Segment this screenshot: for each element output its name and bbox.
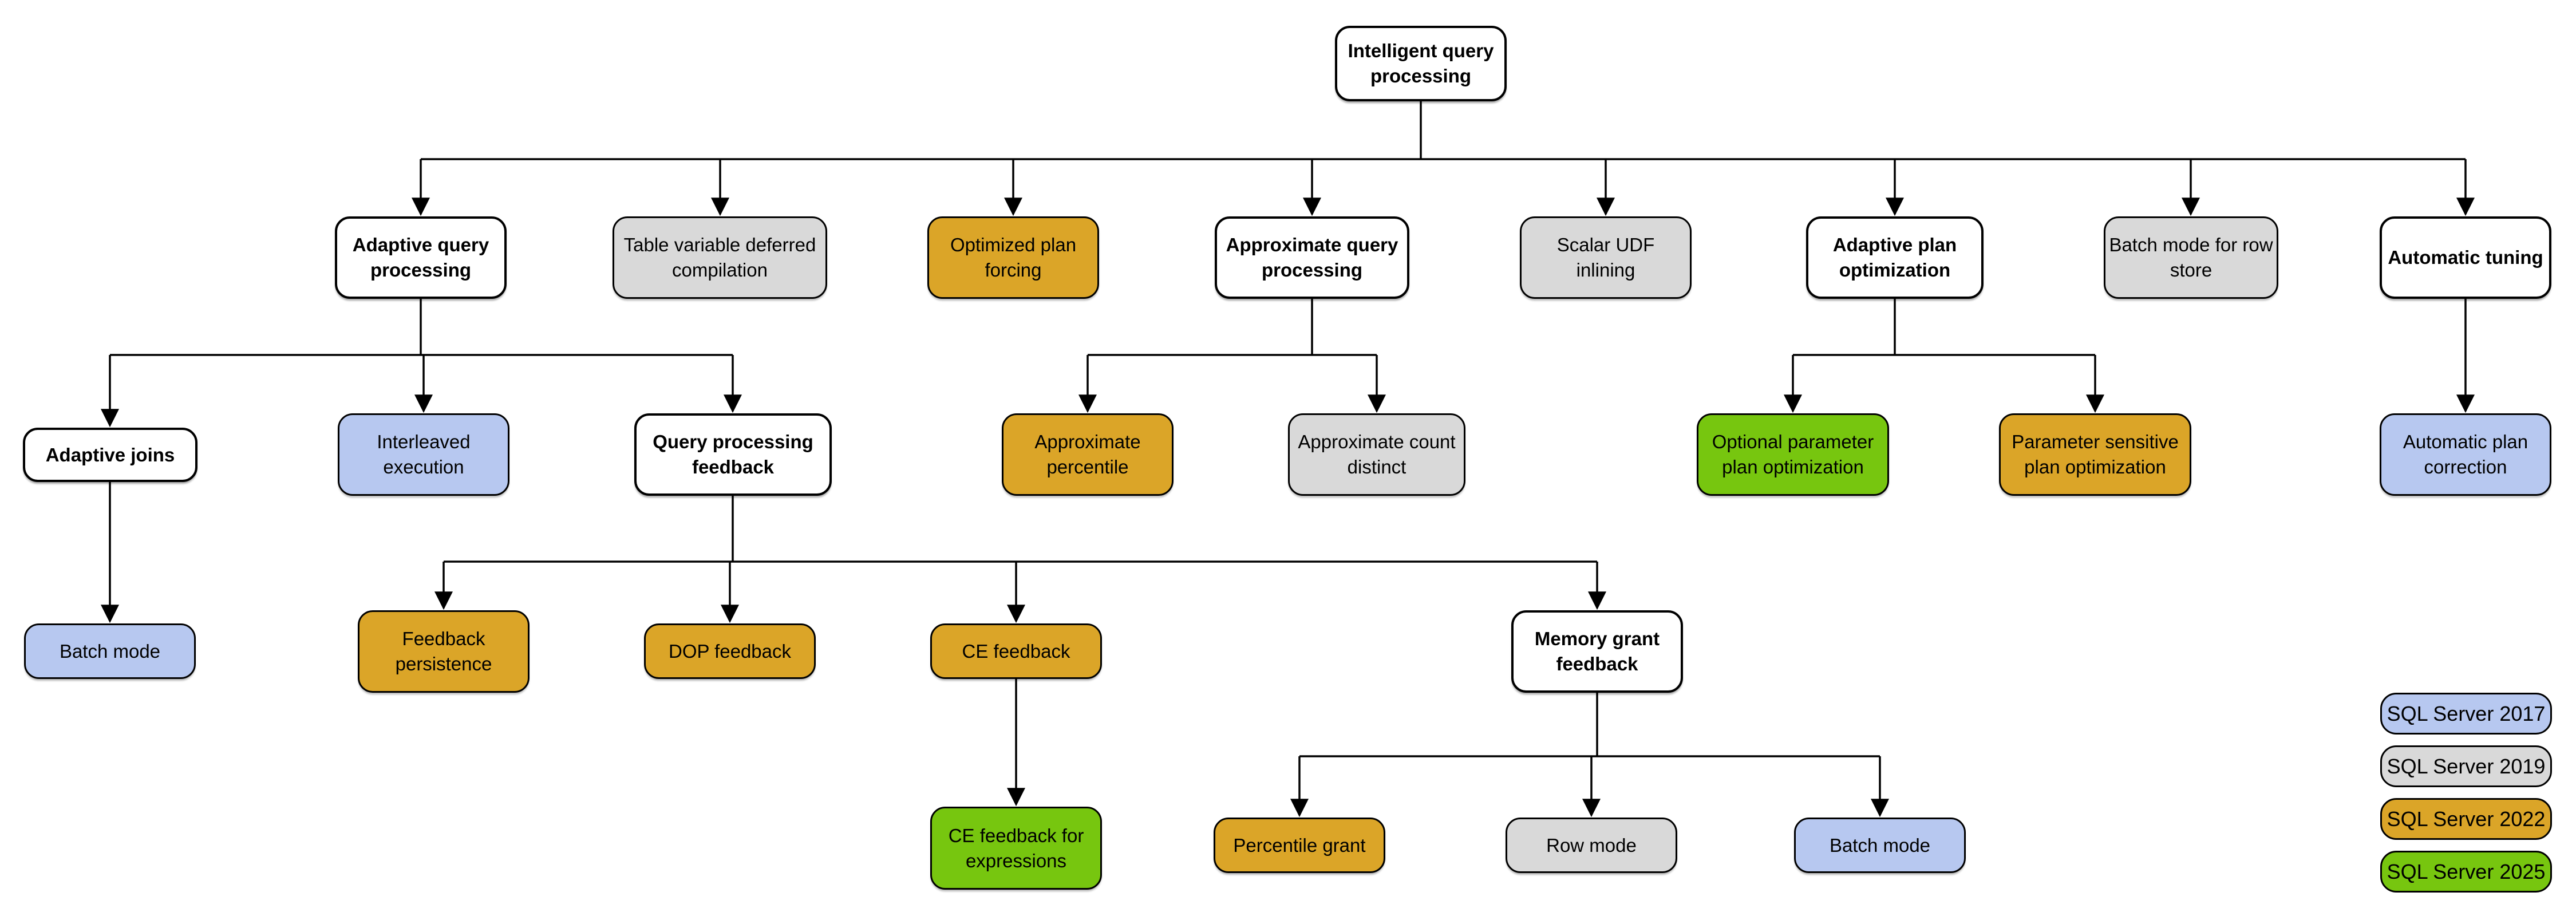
node-label: Table variable deferred compilation xyxy=(623,234,816,281)
node-parameter-sensitive-plan-optimization: Parameter sensitive plan optimization xyxy=(1999,413,2191,496)
legend-sql-server-2025: SQL Server 2025 xyxy=(2380,851,2552,893)
node-interleaved-execution: Interleaved execution xyxy=(338,413,509,496)
node-ce-feedback-for-expressions: CE feedback for expressions xyxy=(930,807,1102,890)
node-label: Adaptive joins xyxy=(45,444,175,465)
node-intelligent-query-processing: Intelligent query processing xyxy=(1335,26,1507,101)
legend-label: SQL Server 2019 xyxy=(2387,754,2546,778)
legend-label: SQL Server 2025 xyxy=(2387,859,2546,883)
node-optimized-plan-forcing: Optimized plan forcing xyxy=(927,216,1099,299)
node-label: Automatic tuning xyxy=(2388,247,2543,268)
node-label: Memory grant feedback xyxy=(1534,628,1660,674)
node-label: Row mode xyxy=(1546,834,1637,856)
node-label: Approximate percentile xyxy=(1034,431,1141,477)
node-label: Parameter sensitive plan optimization xyxy=(2012,431,2179,477)
node-row-mode: Row mode xyxy=(1506,818,1677,873)
node-label: Automatic plan correction xyxy=(2403,431,2528,477)
legend-sql-server-2022: SQL Server 2022 xyxy=(2380,798,2552,840)
node-label: DOP feedback xyxy=(668,640,792,662)
node-percentile-grant: Percentile grant xyxy=(1214,818,1385,873)
node-label: Approximate query processing xyxy=(1226,234,1398,281)
node-optional-parameter-plan-optimization: Optional parameter plan optimization xyxy=(1697,413,1889,496)
node-label: CE feedback xyxy=(962,640,1070,662)
node-label: Optimized plan forcing xyxy=(950,234,1077,281)
node-table-variable-deferred-compilation: Table variable deferred compilation xyxy=(613,216,827,299)
node-automatic-tuning: Automatic tuning xyxy=(2380,216,2551,299)
node-dop-feedback: DOP feedback xyxy=(644,623,816,679)
node-adaptive-plan-optimization: Adaptive plan optimization xyxy=(1806,216,1984,299)
node-batch-mode-under-memory-grant: Batch mode xyxy=(1794,818,1966,873)
legend-label: SQL Server 2017 xyxy=(2387,701,2546,725)
legend-sql-server-2019: SQL Server 2019 xyxy=(2380,745,2552,787)
node-batch-mode-under-adaptive-joins: Batch mode xyxy=(24,623,196,679)
node-memory-grant-feedback: Memory grant feedback xyxy=(1511,610,1683,693)
node-label: Adaptive query processing xyxy=(352,234,489,281)
node-label: Percentile grant xyxy=(1233,834,1366,856)
node-ce-feedback: CE feedback xyxy=(930,623,1102,679)
node-label: Adaptive plan optimization xyxy=(1832,234,1957,281)
node-label: Query processing feedback xyxy=(653,431,813,477)
node-label: Batch mode xyxy=(59,640,161,662)
node-label: Batch mode xyxy=(1829,834,1931,856)
node-label: Feedback persistence xyxy=(395,628,492,674)
node-scalar-udf-inlining: Scalar UDF inlining xyxy=(1520,216,1692,299)
legend-sql-server-2017: SQL Server 2017 xyxy=(2380,693,2552,735)
node-approximate-percentile: Approximate percentile xyxy=(1002,413,1174,496)
node-batch-mode-for-row-store: Batch mode for row store xyxy=(2104,216,2278,299)
node-adaptive-query-processing: Adaptive query processing xyxy=(335,216,507,299)
node-label: Interleaved execution xyxy=(377,431,471,477)
node-query-processing-feedback: Query processing feedback xyxy=(634,413,832,496)
node-approximate-count-distinct: Approximate count distinct xyxy=(1288,413,1465,496)
node-feedback-persistence: Feedback persistence xyxy=(358,610,530,693)
node-automatic-plan-correction: Automatic plan correction xyxy=(2380,413,2551,496)
node-label: CE feedback for expressions xyxy=(948,824,1084,871)
node-label: Scalar UDF inlining xyxy=(1556,234,1655,281)
node-label: Approximate count distinct xyxy=(1298,431,1456,477)
node-label: Batch mode for row store xyxy=(2109,234,2273,281)
node-label: Intelligent query processing xyxy=(1348,40,1494,86)
node-adaptive-joins: Adaptive joins xyxy=(23,428,197,482)
node-label: Optional parameter plan optimization xyxy=(1712,431,1874,477)
legend-label: SQL Server 2022 xyxy=(2387,807,2546,831)
node-approximate-query-processing: Approximate query processing xyxy=(1215,216,1409,299)
